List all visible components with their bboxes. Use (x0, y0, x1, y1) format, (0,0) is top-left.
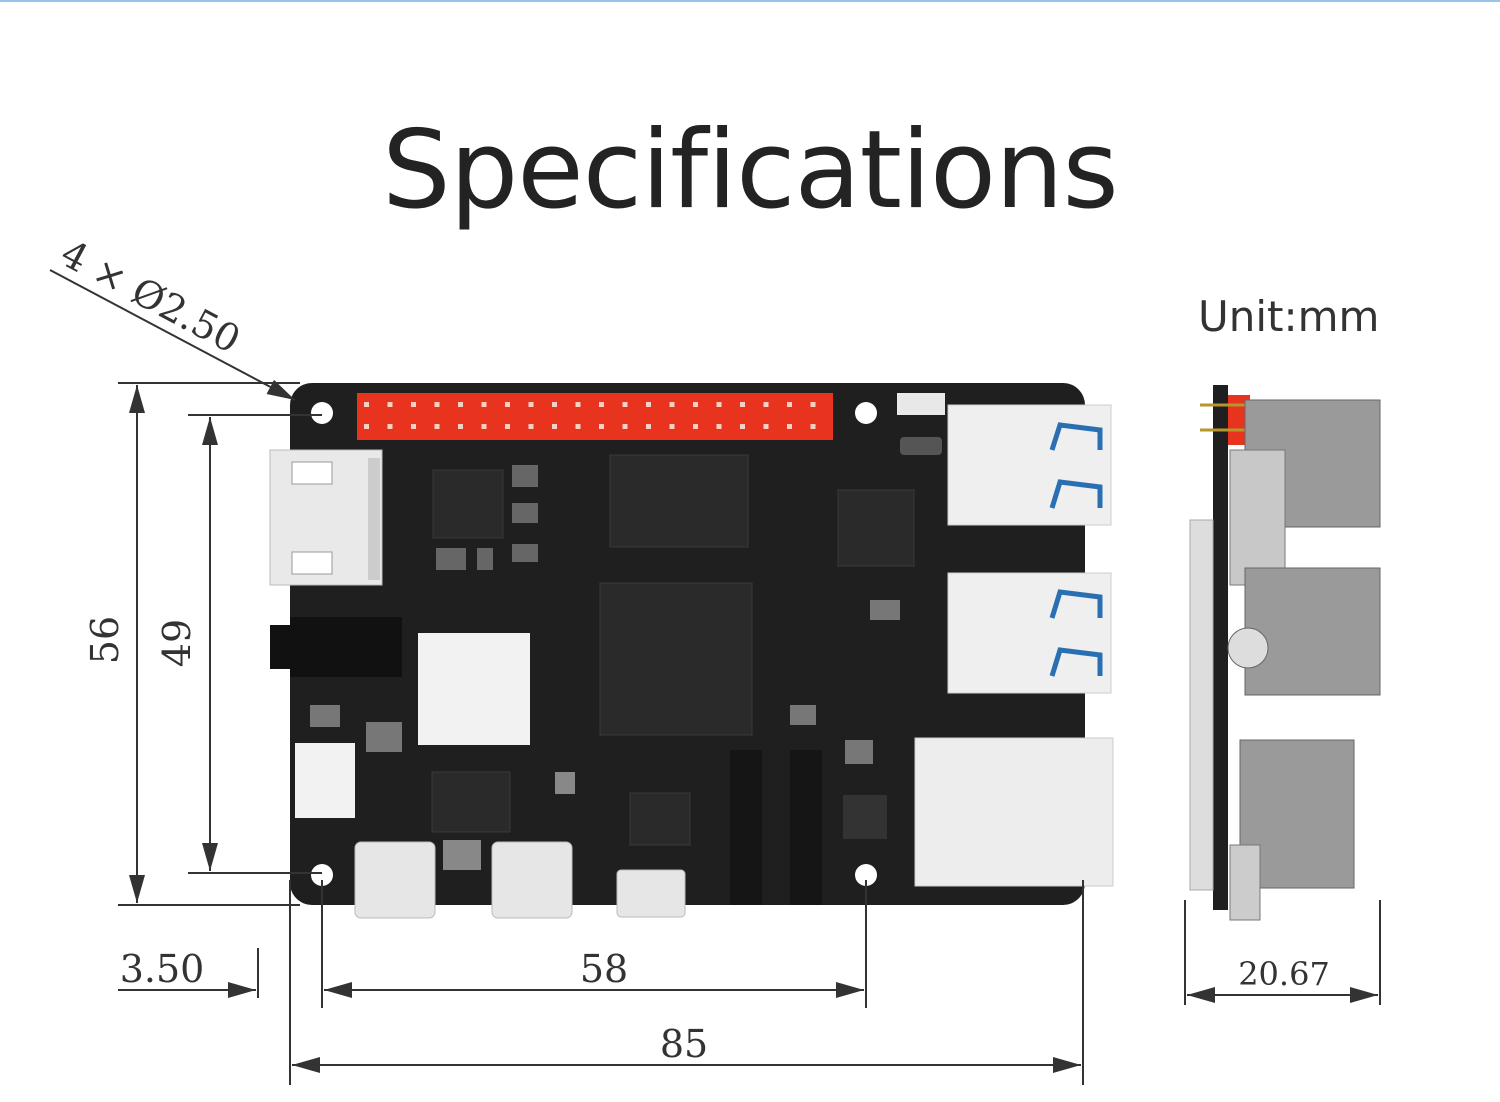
header-pin (458, 402, 463, 407)
header-pin (740, 424, 745, 429)
header-pin (505, 402, 510, 407)
header-pin (622, 424, 628, 429)
header-pin (458, 424, 463, 429)
header-pin (575, 424, 581, 429)
header-pin (434, 402, 440, 407)
hole-spacing-vertical-label: 49 (155, 619, 199, 667)
header-pin (693, 424, 698, 429)
header-pin (434, 424, 440, 429)
header-pin (646, 402, 651, 407)
header-pin (787, 402, 792, 407)
header-pin (528, 402, 534, 407)
top-divider (0, 0, 1500, 2)
usb-a-ports (947, 404, 1112, 694)
header-pin (646, 424, 651, 429)
ethernet-port (914, 737, 1114, 887)
header-pin (810, 424, 816, 429)
header-pin (505, 424, 510, 429)
header-pin (716, 402, 722, 407)
board-height-label: 56 (83, 616, 127, 664)
header-pin (387, 424, 393, 429)
header-pin (763, 402, 769, 407)
header-pin (787, 424, 792, 429)
header-pin (411, 402, 416, 407)
header-pin (481, 402, 487, 407)
header-pin (740, 402, 745, 407)
header-pin (364, 402, 369, 407)
header-pin (810, 402, 816, 407)
header-pin (364, 424, 369, 429)
header-pin (552, 402, 557, 407)
header-pin (599, 424, 604, 429)
header-pin (387, 402, 393, 407)
hole-offset-label: 3.50 (120, 947, 205, 991)
usb-c-ports (354, 841, 686, 919)
header-pin (599, 402, 604, 407)
header-pin (481, 424, 487, 429)
header-pin (693, 402, 698, 407)
header-pin (669, 402, 675, 407)
header-pin (716, 424, 722, 429)
header-pin (411, 424, 416, 429)
side-thickness-label: 20.67 (1238, 955, 1330, 993)
board-width-label: 85 (660, 1022, 708, 1066)
hdmi-port (269, 449, 383, 586)
mounting-holes (311, 402, 877, 886)
header-pin (622, 402, 628, 407)
board-top-view (269, 383, 1114, 919)
unit-label: Unit:mm (1198, 292, 1380, 341)
header-pin (552, 424, 557, 429)
gpio-header (357, 393, 833, 440)
board-side-view (1189, 385, 1381, 921)
header-pin (528, 424, 534, 429)
header-pin (575, 402, 581, 407)
hole-spacing-horizontal-label: 58 (580, 947, 628, 991)
mounting-hole-label: 4 × Ø2.50 (54, 231, 248, 362)
header-pin (669, 424, 675, 429)
header-pin (763, 424, 769, 429)
page-title: Specifications (382, 108, 1119, 233)
dimension-lines (49, 269, 1381, 1085)
